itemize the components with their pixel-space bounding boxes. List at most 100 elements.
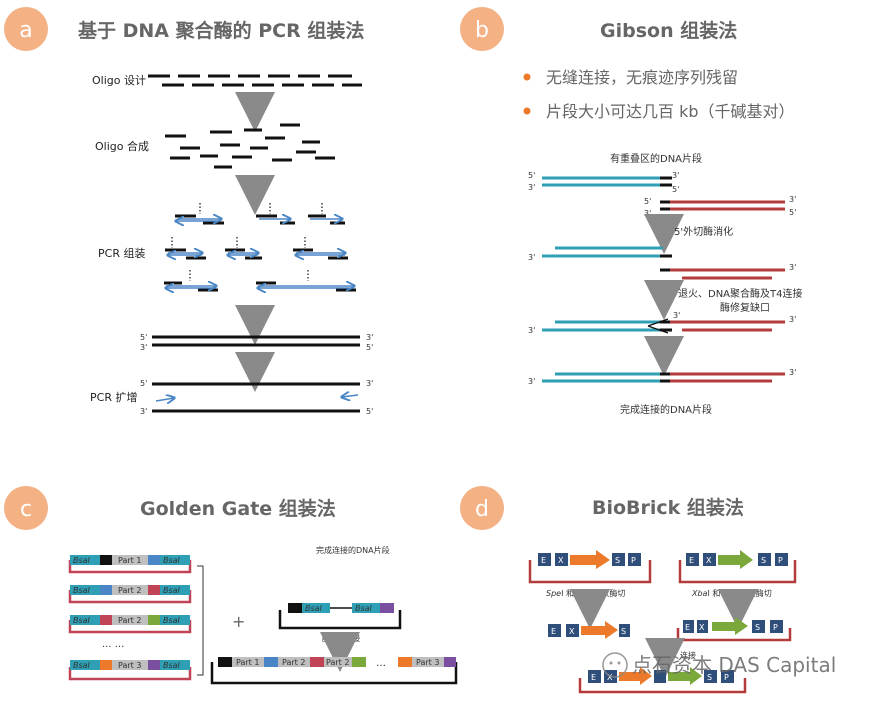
svg-text:E: E bbox=[541, 556, 546, 565]
svg-text:Part 2: Part 2 bbox=[118, 616, 141, 625]
bracket bbox=[197, 565, 204, 676]
svg-text:3': 3' bbox=[528, 183, 535, 192]
complete-label-b: 完成连接的DNA片段 bbox=[620, 403, 712, 416]
badge-d bbox=[460, 486, 504, 530]
svg-text:3': 3' bbox=[789, 315, 796, 324]
cut-left-label: SpeI 和 EcoRI 双酶切 bbox=[546, 588, 625, 598]
svg-text:5': 5' bbox=[140, 333, 147, 342]
anneal-label-2: 酶修复缺口 bbox=[720, 301, 770, 314]
gibson-step1: 5' 3' 3' 5' 5' 3' 3' 5' bbox=[528, 171, 796, 218]
badge-b-text: b bbox=[475, 18, 489, 43]
svg-text:X: X bbox=[569, 627, 575, 636]
complete-label-c: 完成连接的DNA片段 bbox=[316, 545, 390, 555]
svg-text:BsaI: BsaI bbox=[73, 556, 91, 565]
svg-text:Part 2: Part 2 bbox=[118, 586, 141, 595]
svg-text:…: … bbox=[376, 658, 386, 669]
svg-text:P: P bbox=[773, 623, 778, 632]
svg-text:Part 3: Part 3 bbox=[416, 658, 439, 667]
pcr-assembly-drawing bbox=[164, 203, 356, 290]
panel-a: a 基于 DNA 聚合酶的 PCR 组装法 Oligo 设计 Oligo 合成 bbox=[4, 7, 373, 416]
svg-text:5': 5' bbox=[789, 208, 796, 217]
svg-text:P: P bbox=[631, 556, 636, 565]
svg-text:E: E bbox=[551, 627, 556, 636]
panel-c: c Golden Gate 组装法 完成连接的DNA片段 BsaI Part 1… bbox=[4, 486, 458, 685]
watermark: 点石资本 DAS Capital bbox=[602, 652, 836, 678]
svg-text:5': 5' bbox=[644, 197, 651, 206]
svg-text:Part 3: Part 3 bbox=[118, 661, 141, 670]
svg-text:Part 2: Part 2 bbox=[326, 658, 349, 667]
svg-text:3': 3' bbox=[366, 333, 373, 342]
oligo-synthesis-label: Oligo 合成 bbox=[95, 139, 149, 153]
svg-text:3': 3' bbox=[140, 407, 147, 416]
bullet-dot-1 bbox=[523, 73, 531, 81]
svg-text:BsaI: BsaI bbox=[73, 586, 91, 595]
svg-text:X: X bbox=[699, 623, 705, 632]
svg-text:BsaI: BsaI bbox=[355, 604, 373, 613]
backbone-vector: BsaI BsaI bbox=[278, 603, 402, 630]
bullet-dot-2 bbox=[523, 107, 531, 115]
biobrick-right-plasmid: E X S P bbox=[678, 550, 797, 584]
bullet-2: 片段大小可达几百 kb（千碱基对） bbox=[546, 102, 795, 121]
svg-text:S: S bbox=[707, 673, 712, 682]
oligo-design-label: Oligo 设计 bbox=[92, 74, 146, 87]
svg-text:3': 3' bbox=[528, 377, 535, 386]
svg-text:S: S bbox=[755, 623, 760, 632]
svg-text:S: S bbox=[615, 556, 620, 565]
svg-text:Part 1: Part 1 bbox=[118, 556, 141, 565]
svg-text:3': 3' bbox=[140, 343, 147, 352]
panel-a-title: 基于 DNA 聚合酶的 PCR 组装法 bbox=[77, 19, 364, 42]
plus-sign: + bbox=[232, 612, 245, 631]
biobrick-right-opened: E X S P bbox=[676, 617, 792, 642]
svg-text:S: S bbox=[621, 627, 626, 636]
svg-text:3': 3' bbox=[366, 379, 373, 388]
gibson-step2: 3' 3' bbox=[528, 246, 796, 280]
badge-a bbox=[4, 7, 48, 51]
svg-text:3': 3' bbox=[789, 195, 796, 204]
cassette-3: BsaI Part 2 BsaI bbox=[68, 615, 192, 634]
badge-c-text: c bbox=[20, 497, 32, 522]
gibson-step3: 3' 3' 3' bbox=[528, 311, 796, 335]
svg-text:5': 5' bbox=[672, 185, 679, 194]
cut-right-label: XbaI 和 EcoRI 双酶切 bbox=[691, 588, 772, 598]
badge-b bbox=[460, 7, 504, 51]
cassette-dots: ··· ··· bbox=[102, 642, 124, 653]
ligate-label: 连接 bbox=[680, 650, 696, 660]
cassette-4: BsaI Part 3 BsaI bbox=[68, 660, 192, 681]
pcr-assembly-label: PCR 组装 bbox=[98, 246, 145, 260]
svg-text:3': 3' bbox=[672, 171, 679, 180]
oligo-design-lines bbox=[148, 74, 362, 87]
svg-text:P: P bbox=[778, 556, 783, 565]
pcr-amplify-drawing: 5' 3' 3' 5' bbox=[140, 379, 373, 416]
svg-text:BsaI: BsaI bbox=[163, 616, 181, 625]
oligo-synthesis-lines bbox=[165, 123, 335, 169]
wechat-icon bbox=[602, 652, 628, 678]
badge-c bbox=[4, 486, 48, 530]
biobrick-left-plasmid: E X S P bbox=[528, 550, 652, 584]
pcr-amplify-label: PCR 扩增 bbox=[90, 390, 137, 404]
svg-text:Part 1: Part 1 bbox=[236, 658, 259, 667]
svg-text:5': 5' bbox=[140, 379, 147, 388]
exo-label: 5'外切酶消化 bbox=[674, 225, 733, 238]
svg-text:BsaI: BsaI bbox=[163, 556, 181, 565]
cassette-1: BsaI Part 1 BsaI bbox=[68, 555, 192, 574]
badge-d-text: d bbox=[475, 497, 489, 522]
svg-text:5': 5' bbox=[528, 171, 535, 180]
double-strand: 5' 3' 3' 5' bbox=[140, 333, 373, 352]
svg-text:Part 2: Part 2 bbox=[282, 658, 305, 667]
biobrick-product: E X S P bbox=[578, 667, 747, 694]
svg-text:3': 3' bbox=[789, 368, 796, 377]
svg-text:3': 3' bbox=[644, 209, 651, 218]
cut-ligate-label: 酶切&连接 bbox=[322, 633, 360, 643]
bullet-1: 无缝连接，无痕迹序列残留 bbox=[546, 68, 738, 87]
panel-b-title: Gibson 组装法 bbox=[600, 19, 737, 42]
panel-c-title: Golden Gate 组装法 bbox=[140, 497, 336, 520]
svg-text:E: E bbox=[685, 623, 690, 632]
cassette-2: BsaI Part 2 BsaI bbox=[68, 585, 192, 604]
svg-text:X: X bbox=[706, 556, 712, 565]
svg-text:5': 5' bbox=[366, 343, 373, 352]
svg-text:BsaI: BsaI bbox=[163, 586, 181, 595]
panel-d-title: BioBrick 组装法 bbox=[592, 496, 744, 519]
svg-text:BsaI: BsaI bbox=[163, 661, 181, 670]
svg-text:3': 3' bbox=[528, 326, 535, 335]
